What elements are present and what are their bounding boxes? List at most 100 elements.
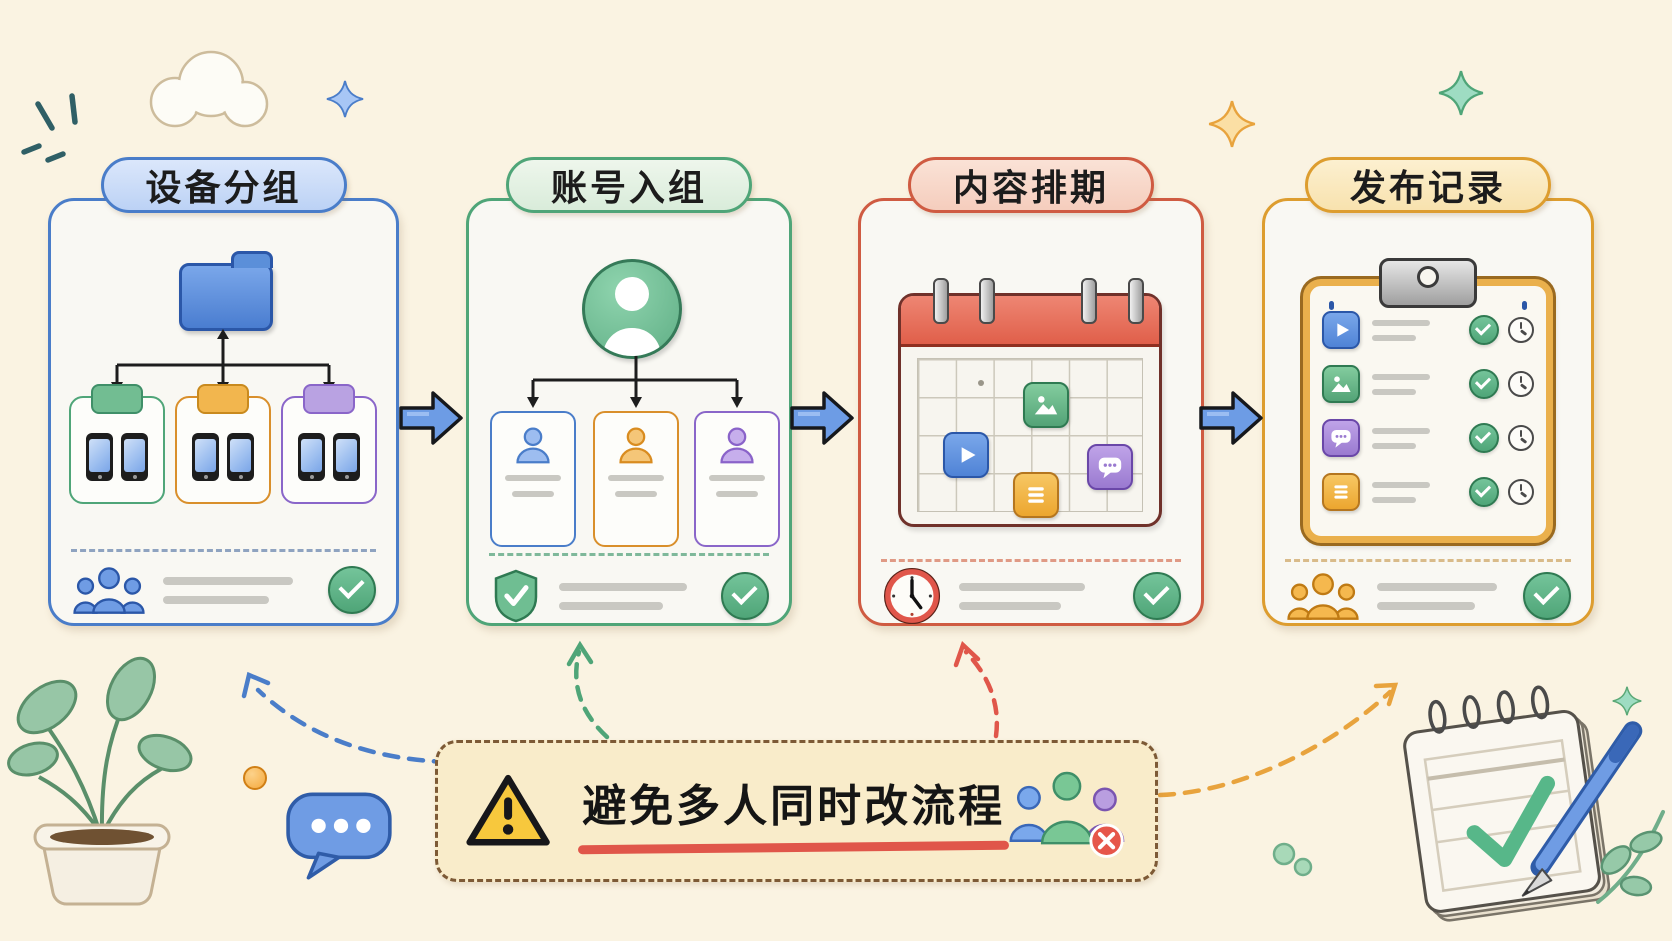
placeholder-lines [1372,481,1430,503]
placeholder-lines [1372,319,1430,341]
placeholder-line [1372,496,1416,503]
flow-arrow-icon [399,391,463,445]
pen-icon [1521,721,1643,897]
check-icon [1133,572,1181,620]
teal-dashes-decor [21,93,78,163]
step-title-badge: 账号入组 [506,157,752,213]
member-card [490,411,576,547]
people-x-icon [1009,771,1125,858]
list-icon [1322,473,1360,511]
placeholder-lines [959,582,1085,610]
placeholder-line [163,595,269,604]
placeholder-line [1372,388,1416,395]
clip-hole [1417,266,1439,288]
red-underline [577,840,1010,855]
step-card-content-schedule: 内容排期 [858,157,1204,626]
video-icon [1322,311,1360,349]
smartphone-icon [121,433,148,481]
placeholder-line [1377,601,1475,610]
users-icon [1287,573,1359,620]
step-title-badge: 设备分组 [100,157,347,213]
clock-icon [1508,425,1534,451]
placeholder-line [1372,442,1416,449]
group-tab [303,384,355,414]
sparkle-icon [1208,100,1256,148]
sparkle-icon [1438,70,1484,116]
placeholder-lines [1372,427,1430,449]
calendar-ring [933,278,949,324]
chat-icon [1322,419,1360,457]
orange-dot-decor [243,766,267,790]
step-card-account-join: 账号入组 [466,157,792,626]
placeholder-line [1372,373,1430,380]
smartphone-icon [86,433,113,481]
check-icon [328,566,376,614]
user-avatar-icon [582,259,682,359]
check-icon [1469,369,1499,399]
placeholder-line [1372,334,1416,341]
checklist-row [1322,416,1534,460]
placeholder-line [559,582,687,591]
smartphone-icon [298,433,325,481]
calendar-ring [979,278,995,324]
smartphone-icon [192,433,219,481]
placeholder-lines [1377,582,1497,610]
clock-icon [1508,317,1534,343]
card-footer [73,563,376,617]
notepad-pen-decor [1403,685,1643,922]
placeholder-line [1377,582,1497,591]
green-dots-decor [1272,842,1313,877]
placeholder-lines [163,576,293,604]
clock-icon [1508,479,1534,505]
member-card [593,411,679,547]
user-icon [619,427,653,464]
group-tab [197,384,249,414]
leaf-branch-decor [1596,810,1665,904]
check-icon [1469,423,1499,453]
clipboard-clip [1379,258,1477,308]
placeholder-line [959,601,1061,610]
plant-pot-decor [7,656,193,906]
card-footer [883,567,1181,625]
step-title: 发布记录 [1349,167,1506,208]
placeholder-line [505,475,561,481]
calendar-ring [1128,278,1144,324]
check-icon [1523,572,1571,620]
device-group [69,384,165,504]
image-icon [1322,365,1360,403]
divider [1285,559,1571,562]
divider [71,549,376,552]
user-icon [720,427,754,464]
clock-icon [1508,371,1534,397]
play-icon [943,432,989,478]
divider [881,559,1181,562]
folder-icon [179,251,273,331]
placeholder-line [716,491,758,497]
calendar-ring [1081,278,1097,324]
check-icon [721,572,769,620]
flow-arrow-icon [790,391,854,445]
placeholder-lines [559,582,687,610]
list-icon [1013,472,1059,518]
warning-text-block: 避免多人同时改流程 [577,770,1010,855]
smartphone-icon [333,433,360,481]
step-title-badge: 内容排期 [908,157,1154,213]
card-footer [1287,569,1571,623]
device-group [281,384,377,504]
check-icon [1469,315,1499,345]
flow-arrow-icon [1199,391,1263,445]
group-tab [91,384,143,414]
device-group [175,384,271,504]
checklist-row [1322,470,1534,514]
check-icon [1469,477,1499,507]
step-title: 设备分组 [145,167,302,208]
placeholder-line [959,582,1085,591]
placeholder-lines [1372,373,1430,395]
placeholder-line [1372,319,1430,326]
chat-icon [1087,444,1133,490]
step-title: 内容排期 [952,167,1109,208]
placeholder-line [608,475,664,481]
member-card [694,411,780,547]
calendar-icon [898,278,1162,527]
